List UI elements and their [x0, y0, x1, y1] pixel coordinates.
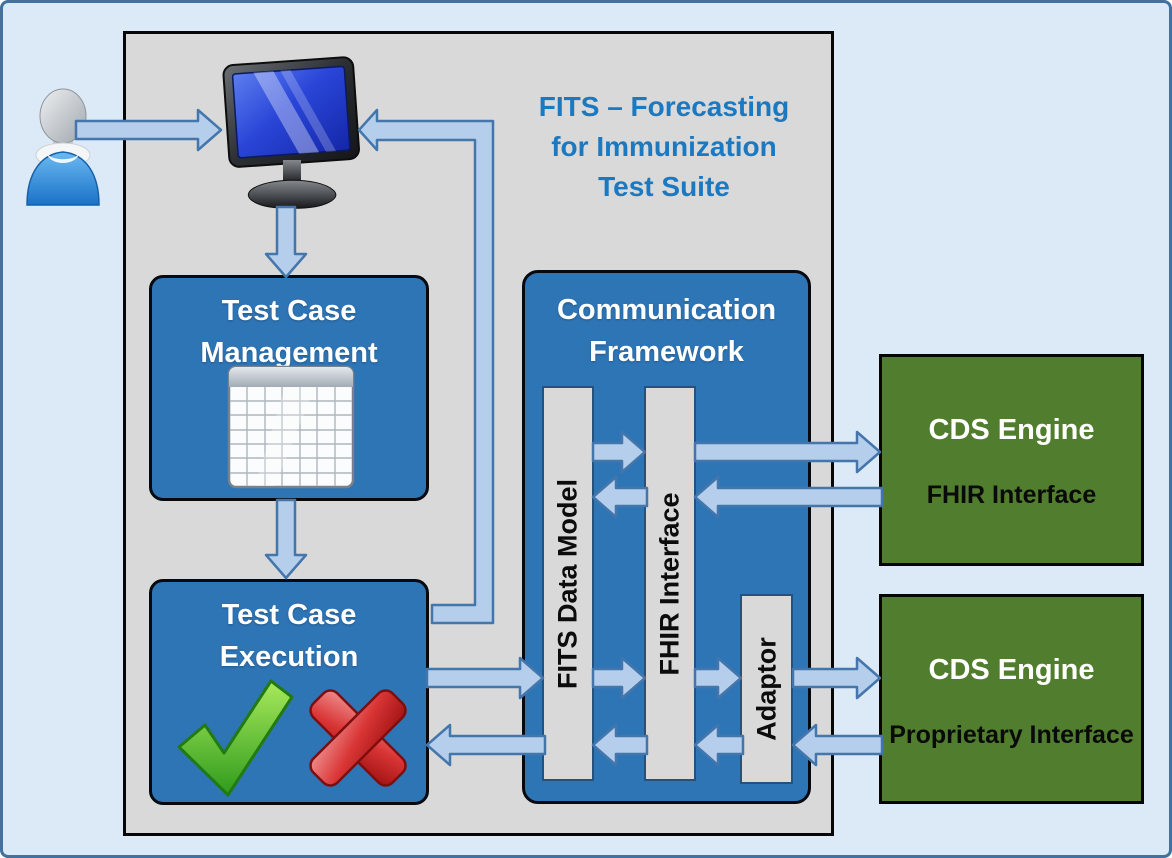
diagram-title-line1: FITS – Forecasting	[538, 91, 790, 122]
arrow-adaptor-to-cds-proprietary	[791, 656, 882, 700]
arrow-execution-to-datamodel	[425, 656, 545, 700]
cds-engine-proprietary-title: CDS Engine	[928, 654, 1095, 686]
diagram-title: FITS – Forecasting for Immunization Test…	[503, 87, 825, 207]
label-line: Management	[200, 337, 378, 369]
cds-engine-fhir-title: CDS Engine	[928, 414, 1095, 446]
label-line: Test Case	[221, 599, 357, 631]
arrow-adaptor-to-fhir	[693, 723, 745, 767]
arrow-fhir-to-cds-fhir	[693, 430, 882, 474]
spreadsheet-table-icon	[227, 365, 355, 489]
arrow-datamodel-to-execution	[425, 723, 547, 767]
arrow-execution-to-ui-elbow	[357, 108, 495, 625]
arrow-fhir-to-datamodel-top	[591, 475, 649, 519]
node-cds-engine-fhir: CDS Engine FHIR Interface	[879, 354, 1144, 566]
node-cds-engine-proprietary: CDS Engine Proprietary Interface	[879, 594, 1144, 804]
arrow-fhir-to-datamodel-bottom	[591, 723, 649, 767]
node-fits-data-model: FITS Data Model	[542, 386, 594, 781]
cds-engine-fhir-subtitle: FHIR Interface	[926, 481, 1097, 509]
arrow-management-to-execution	[264, 498, 308, 580]
label-line: Communication	[556, 294, 777, 326]
test-case-management-label: Test Case Management	[152, 278, 426, 374]
test-case-execution-label: Test Case Execution	[152, 582, 426, 678]
computer-monitor-icon	[222, 56, 360, 209]
communication-framework-label: Communication Framework	[525, 273, 808, 373]
arrow-cds-fhir-to-fhir	[693, 475, 884, 519]
user-icon	[26, 88, 100, 206]
label-line: Test Case	[221, 295, 357, 327]
fhir-interface-bar-label: FHIR Interface	[654, 491, 685, 676]
adaptor-label: Adaptor	[751, 637, 781, 741]
cds-engine-proprietary-subtitle: Proprietary Interface	[889, 721, 1134, 749]
red-cross-icon	[309, 689, 407, 787]
fits-data-model-label: FITS Data Model	[552, 478, 583, 689]
arrow-fhir-to-adaptor	[693, 656, 743, 700]
arrow-datamodel-to-fhir-bottom	[591, 656, 647, 700]
label-line: Execution	[219, 641, 359, 673]
arrow-cds-proprietary-to-adaptor	[791, 723, 884, 767]
node-fhir-interface-bar: FHIR Interface	[644, 386, 696, 781]
arrow-ui-to-management	[264, 205, 308, 279]
green-checkmark-icon	[177, 679, 294, 797]
diagram-title-line2: for Immunization	[551, 131, 777, 162]
diagram-title-line3: Test Suite	[598, 171, 730, 202]
label-line: Framework	[589, 336, 744, 368]
arrow-datamodel-to-fhir-top	[591, 430, 647, 474]
node-adaptor: Adaptor	[740, 594, 793, 784]
arrow-user-to-ui	[74, 108, 223, 152]
